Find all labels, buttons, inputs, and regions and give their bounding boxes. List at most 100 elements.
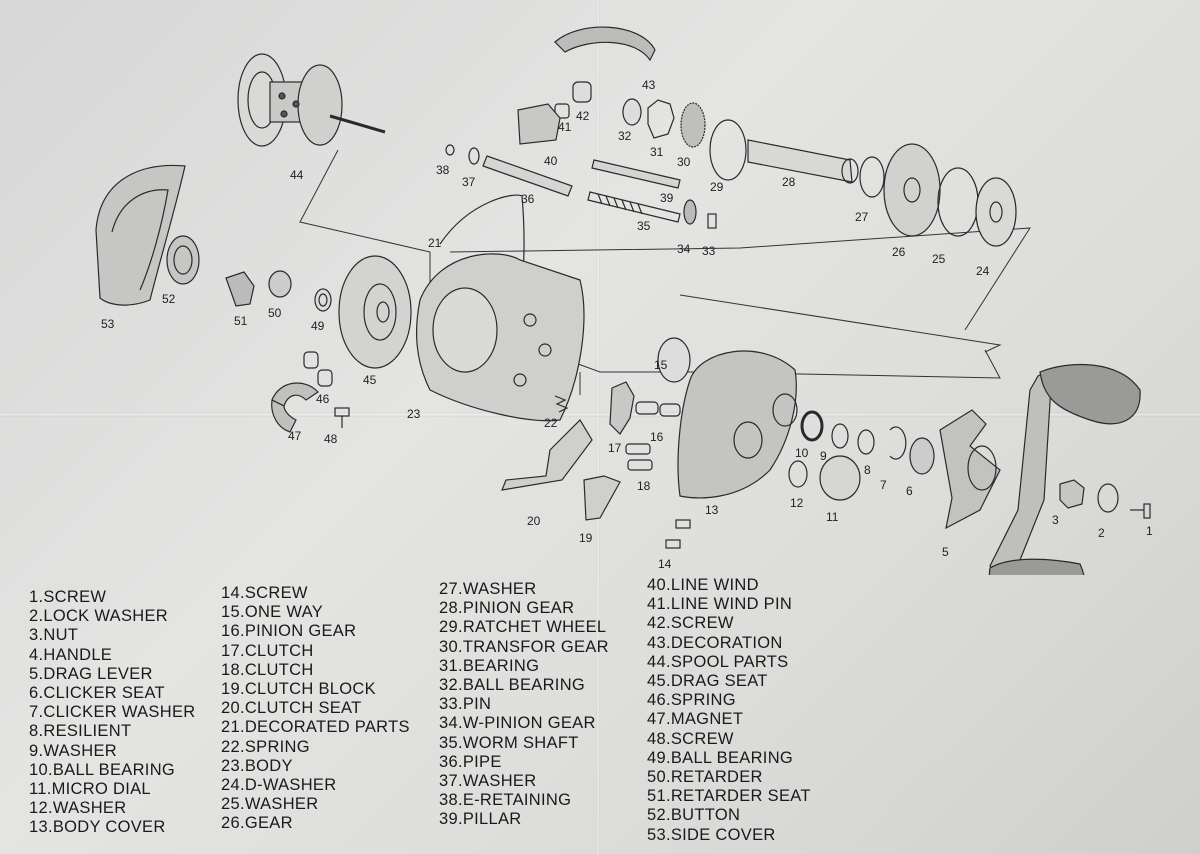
part-item: 51.RETARDER SEAT: [647, 787, 811, 806]
spring-22: [554, 395, 569, 413]
callout-20: 20: [527, 514, 541, 528]
part-item: 1.SCREW: [29, 588, 107, 606]
part-item: 16.PINION GEAR: [221, 622, 357, 641]
callout-19: 19: [579, 531, 593, 545]
callout-36: 36: [521, 192, 535, 206]
nut-3: [1059, 479, 1085, 509]
clutch-17: [609, 381, 635, 435]
part-item: 36.PIPE: [439, 752, 502, 771]
paper-fold-horizontal: [0, 412, 1200, 417]
callout-22: 22: [544, 416, 558, 430]
callout-35: 35: [637, 219, 651, 233]
side-cover: [95, 164, 186, 306]
worm-threads: [597, 193, 643, 215]
part-item: 53.SIDE COVER: [647, 825, 776, 844]
part-item: 37.WASHER: [439, 772, 537, 791]
callout-numbers: 1 2 3 4 5 6 7 8 9 10 11 12 13 14 15 16 1…: [101, 78, 1153, 571]
part-item: 19.CLUTCH BLOCK: [221, 680, 376, 699]
callout-15: 15: [654, 358, 668, 372]
washer-37: [468, 147, 480, 165]
callout-27: 27: [855, 210, 869, 224]
callout-42: 42: [576, 109, 590, 123]
gear-26: [883, 143, 941, 237]
callout-30: 30: [677, 155, 691, 169]
callout-3: 3: [1052, 513, 1059, 527]
part-item: 40.LINE WIND: [647, 576, 759, 594]
part-item: 42.SCREW: [647, 614, 734, 633]
transfor-gear: [680, 102, 706, 148]
part-item: 50.RETARDER: [647, 768, 763, 787]
part-item: 24.D-WASHER: [221, 776, 337, 795]
callout-39: 39: [660, 191, 674, 205]
part-item: 20.CLUTCH SEAT: [221, 699, 362, 718]
callout-33: 33: [702, 244, 716, 258]
part-item: 35.WORM SHAFT: [439, 733, 579, 752]
washer-27: [859, 156, 885, 198]
exploded-diagram: 1 2 3 4 5 6 7 8 9 10 11 12 13 14 15 16 1…: [95, 26, 1153, 575]
part-item: 22.SPRING: [221, 737, 310, 756]
ball-bearing-49: [314, 288, 332, 312]
part-item: 23.BODY: [221, 756, 293, 775]
callout-5: 5: [942, 545, 949, 559]
part-item: 28.PINION GEAR: [439, 599, 575, 618]
part-item: 3.NUT: [29, 626, 79, 645]
retarder: [268, 270, 292, 298]
e-retaining: [445, 144, 455, 156]
callout-23: 23: [407, 407, 421, 421]
clicker-seat: [909, 437, 935, 475]
parts-column-1: 1.SCREW 2.LOCK WASHER 3.NUT 4.HANDLE 5.D…: [29, 588, 195, 838]
part-item: 44.SPOOL PARTS: [647, 652, 789, 671]
part-item: 33.PIN: [439, 695, 492, 714]
clutch-18: [625, 443, 653, 471]
worm-shaft: [587, 191, 681, 223]
part-item: 34.W-PINION GEAR: [439, 714, 596, 733]
part-item: 26.GEAR: [221, 814, 293, 833]
resilient: [857, 429, 875, 455]
part-item: 25.WASHER: [221, 795, 319, 814]
callout-51: 51: [234, 314, 248, 328]
clicker-washer: [889, 426, 907, 460]
parts-column-2: 14.SCREW 15.ONE WAY 16.PINION GEAR 17.CL…: [221, 584, 410, 834]
part-item: 21.DECORATED PARTS: [221, 718, 410, 737]
part-item: 12.WASHER: [29, 799, 127, 818]
part-item: 27.WASHER: [439, 580, 537, 598]
clutch-block: [583, 475, 621, 521]
callout-8: 8: [864, 463, 871, 477]
part-item: 38.E-RETAINING: [439, 791, 572, 810]
part-item: 48.SCREW: [647, 729, 734, 748]
part-item: 45.DRAG SEAT: [647, 672, 768, 691]
washer-12: [788, 460, 808, 488]
callout-10: 10: [795, 446, 809, 460]
part-item: 32.BALL BEARING: [439, 676, 586, 695]
callout-25: 25: [932, 252, 946, 266]
part-item: 52.BUTTON: [647, 806, 741, 825]
w-pinion-gear: [683, 199, 697, 225]
pinion-gear-28: [747, 139, 853, 183]
part-item: 46.SPRING: [647, 691, 736, 710]
callout-18: 18: [637, 479, 651, 493]
part-item: 6.CLICKER SEAT: [29, 684, 165, 703]
decoration: [554, 26, 656, 62]
callout-47: 47: [288, 429, 302, 443]
parts-column-3: 27.WASHER 28.PINION GEAR 29.RATCHET WHEE…: [439, 580, 609, 830]
part-item: 15.ONE WAY: [221, 603, 324, 622]
part-item: 2.LOCK WASHER: [29, 607, 168, 626]
callout-1: 1: [1146, 524, 1153, 538]
button-part: [166, 235, 200, 285]
callout-53: 53: [101, 317, 115, 331]
part-item: 11.MICRO DIAL: [29, 780, 151, 799]
body-cover: [677, 350, 797, 499]
callout-2: 2: [1098, 526, 1105, 540]
body: [416, 253, 585, 422]
callout-9: 9: [820, 449, 827, 463]
washer-9: [831, 423, 849, 449]
callout-41: 41: [558, 120, 572, 134]
parts-column-4: 40.LINE WIND 41.LINE WIND PIN 42.SCREW 4…: [647, 576, 811, 845]
retarder-seat: [225, 271, 255, 307]
callout-37: 37: [462, 175, 476, 189]
callout-6: 6: [906, 484, 913, 498]
screw-42: [572, 81, 592, 103]
part-item: 41.LINE WIND PIN: [647, 595, 793, 614]
callout-14: 14: [658, 557, 672, 571]
callout-7: 7: [880, 478, 887, 492]
